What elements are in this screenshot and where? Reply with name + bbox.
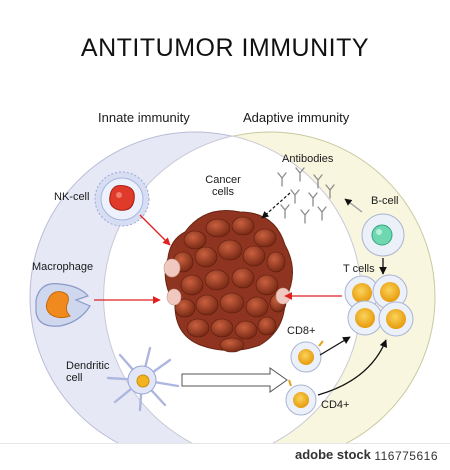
b-cell-to-antibodies-arrow bbox=[344, 198, 363, 213]
nk-cell-icon bbox=[94, 171, 150, 227]
dendritic-cell-icon bbox=[106, 346, 180, 412]
cancer-cells-label: Cancer cells bbox=[203, 174, 243, 198]
b-cell-label: B-cell bbox=[371, 195, 399, 207]
page-title: ANTITUMOR IMMUNITY bbox=[80, 34, 370, 62]
adaptive-immunity-heading: Adaptive immunity bbox=[243, 110, 350, 125]
nk-cell-label: NK-cell bbox=[54, 191, 90, 203]
cd8-t-cell-icon bbox=[290, 340, 324, 373]
macrophage-icon bbox=[35, 282, 91, 327]
cd8-label: CD8+ bbox=[287, 325, 316, 337]
cd4-label: CD4+ bbox=[321, 399, 350, 411]
antibody-icon bbox=[277, 167, 335, 224]
stock-footer: adobe stock 116775616 bbox=[0, 443, 450, 470]
macrophage-label: Macrophage bbox=[32, 261, 94, 273]
t-cells-label: T cells bbox=[343, 263, 375, 275]
tumor-mass-icon bbox=[163, 210, 293, 353]
cd4-t-cell-icon bbox=[285, 379, 317, 416]
innate-immunity-heading: Innate immunity bbox=[98, 110, 190, 125]
cancer-label-line1: Cancer bbox=[205, 174, 241, 186]
dendritic-label-line1: Dendritic bbox=[66, 360, 110, 372]
b-cell-icon bbox=[361, 213, 405, 257]
nk-to-tumor-arrow bbox=[139, 214, 171, 246]
antibodies-to-tumor-arrow bbox=[261, 192, 291, 219]
dendritic-to-t-cells-arrow bbox=[181, 367, 288, 393]
image-id: 116775616 bbox=[374, 449, 438, 463]
antibodies-label: Antibodies bbox=[282, 153, 334, 165]
dendritic-label-line2: cell bbox=[66, 372, 83, 384]
cd8-to-t-cells-arrow bbox=[319, 336, 351, 356]
stock-logo: adobe stock bbox=[295, 447, 371, 462]
t-cell-icon bbox=[344, 274, 414, 337]
cd4-to-t-cells-arrow bbox=[317, 339, 388, 396]
dendritic-cell-label: Dendritic cell bbox=[66, 360, 109, 384]
cancer-label-line2: cells bbox=[211, 186, 234, 198]
